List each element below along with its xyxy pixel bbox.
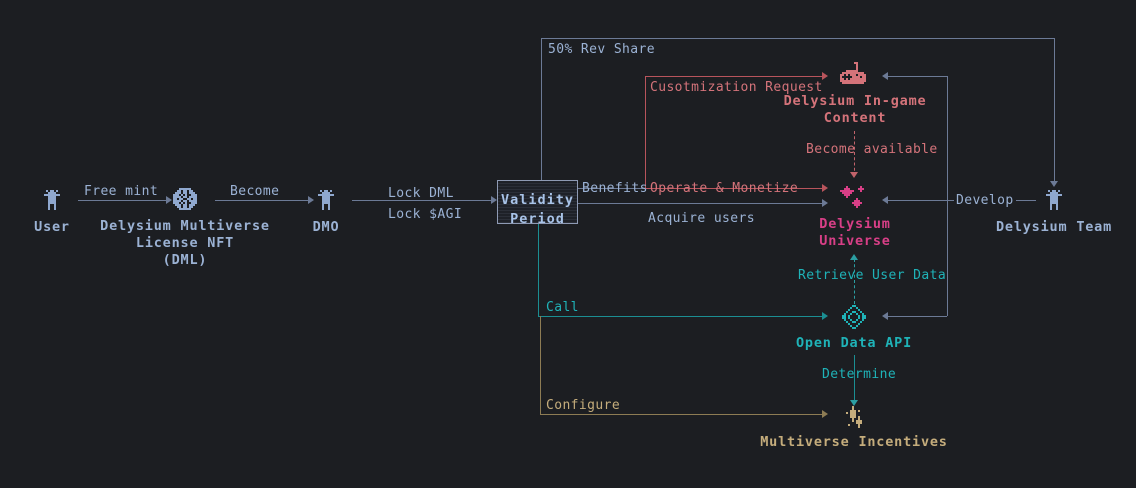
- lock-arrowhead: [491, 196, 497, 204]
- configure-horizontal-line: [540, 414, 823, 415]
- validity-period-line1: Validity: [500, 192, 575, 208]
- sphere-icon: [171, 186, 199, 214]
- edge-label-become: Become: [230, 184, 280, 199]
- develop-branch-to-ingame: [888, 76, 947, 77]
- node-label-ingame-line2: Content: [823, 110, 887, 126]
- free-mint-arrowhead: [166, 196, 172, 204]
- node-label-dml-line2: License NFT: [135, 235, 235, 251]
- develop-branch-vertical: [947, 76, 948, 316]
- acquire-users-arrowhead: [822, 199, 828, 207]
- develop-down-arrowhead: [1050, 181, 1058, 187]
- edge-label-lock-agi: Lock $AGI: [388, 207, 463, 222]
- retrieve-user-data-arrowhead: [850, 254, 858, 260]
- edge-label-determine: Determine: [822, 367, 897, 382]
- node-label-open-data-api: Open Data API: [795, 335, 913, 351]
- edge-label-acquire-users: Acquire users: [648, 211, 755, 226]
- team-icon: [1040, 186, 1068, 214]
- edge-label-configure: Configure: [546, 398, 621, 413]
- node-label-dml-line3: (DML): [162, 252, 208, 268]
- edge-label-lock-dml: Lock DML: [388, 186, 454, 201]
- customization-arrow-line: [645, 76, 822, 77]
- configure-arrowhead: [822, 410, 828, 418]
- validity-period-box[interactable]: Validity Period: [497, 180, 578, 227]
- call-arrowhead: [822, 312, 828, 320]
- node-label-universe-line1: Delysium: [819, 216, 891, 232]
- become-arrowhead: [308, 196, 314, 204]
- edge-label-operate-monetize: Operate & Monetize: [650, 181, 799, 196]
- operate-monetize-line: [645, 188, 822, 189]
- node-label-ingame-line1: Delysium In-game: [783, 93, 927, 109]
- node-label-universe: Delysium Universe: [794, 216, 916, 250]
- spark-coin-icon: [840, 404, 868, 432]
- validity-period-label: Validity Period: [498, 191, 577, 229]
- operate-monetize-arrowhead: [822, 184, 828, 192]
- acquire-users-line: [578, 203, 822, 204]
- develop-branch-to-universe: [888, 200, 947, 201]
- edge-label-develop: Develop: [954, 193, 1016, 208]
- lock-line: [352, 200, 492, 201]
- rev-share-frame-top: [541, 38, 1054, 39]
- edge-label-become-available: Become available: [806, 142, 938, 157]
- edge-label-free-mint: Free mint: [84, 184, 159, 199]
- node-label-user: User: [34, 219, 70, 235]
- diamond-icon: [840, 303, 868, 331]
- node-label-dml: Delysium Multiverse License NFT (DML): [95, 218, 275, 269]
- node-label-universe-line2: Universe: [819, 233, 891, 249]
- edge-label-customization-request: Cusotmization Request: [650, 80, 823, 95]
- configure-vertical-line: [540, 316, 541, 414]
- validity-period-line2: Period: [510, 211, 565, 227]
- become-available-line: [854, 131, 855, 176]
- become-available-arrowhead: [850, 172, 858, 178]
- develop-down-line: [1054, 38, 1055, 181]
- rev-share-frame-left: [541, 38, 542, 188]
- edge-label-benefits: Benefits: [582, 181, 648, 196]
- node-label-multiverse-incentives: Multiverse Incentives: [760, 434, 948, 450]
- node-label-ingame-content: Delysium In-game Content: [764, 93, 946, 127]
- determine-arrowhead: [850, 400, 858, 406]
- edge-label-retrieve-user-data: Retrieve User Data: [798, 268, 947, 283]
- call-horizontal-line: [538, 316, 822, 317]
- edge-label-call: Call: [546, 300, 579, 315]
- node-label-dmo: DMO: [312, 219, 340, 235]
- retrieve-user-data-line: [854, 259, 855, 304]
- edge-label-rev-share: 50% Rev Share: [548, 42, 655, 57]
- develop-universe-arrowhead: [882, 196, 888, 204]
- become-line: [215, 200, 308, 201]
- determine-line: [854, 355, 855, 401]
- call-vertical-line: [538, 224, 539, 316]
- develop-api-arrowhead: [882, 312, 888, 320]
- free-mint-line: [78, 200, 166, 201]
- node-label-dml-line1: Delysium Multiverse: [100, 218, 270, 234]
- develop-branch-to-api: [888, 316, 947, 317]
- dmo-icon: [312, 186, 340, 214]
- sparkle-icon: [838, 184, 870, 212]
- customization-arrowhead: [822, 72, 828, 80]
- user-icon: [38, 186, 66, 214]
- game-controller-icon: [838, 62, 870, 88]
- benefits-line: [578, 188, 645, 189]
- node-label-delysium-team: Delysium Team: [995, 219, 1113, 235]
- customization-frame-left: [645, 76, 646, 188]
- develop-ingame-arrowhead: [882, 72, 888, 80]
